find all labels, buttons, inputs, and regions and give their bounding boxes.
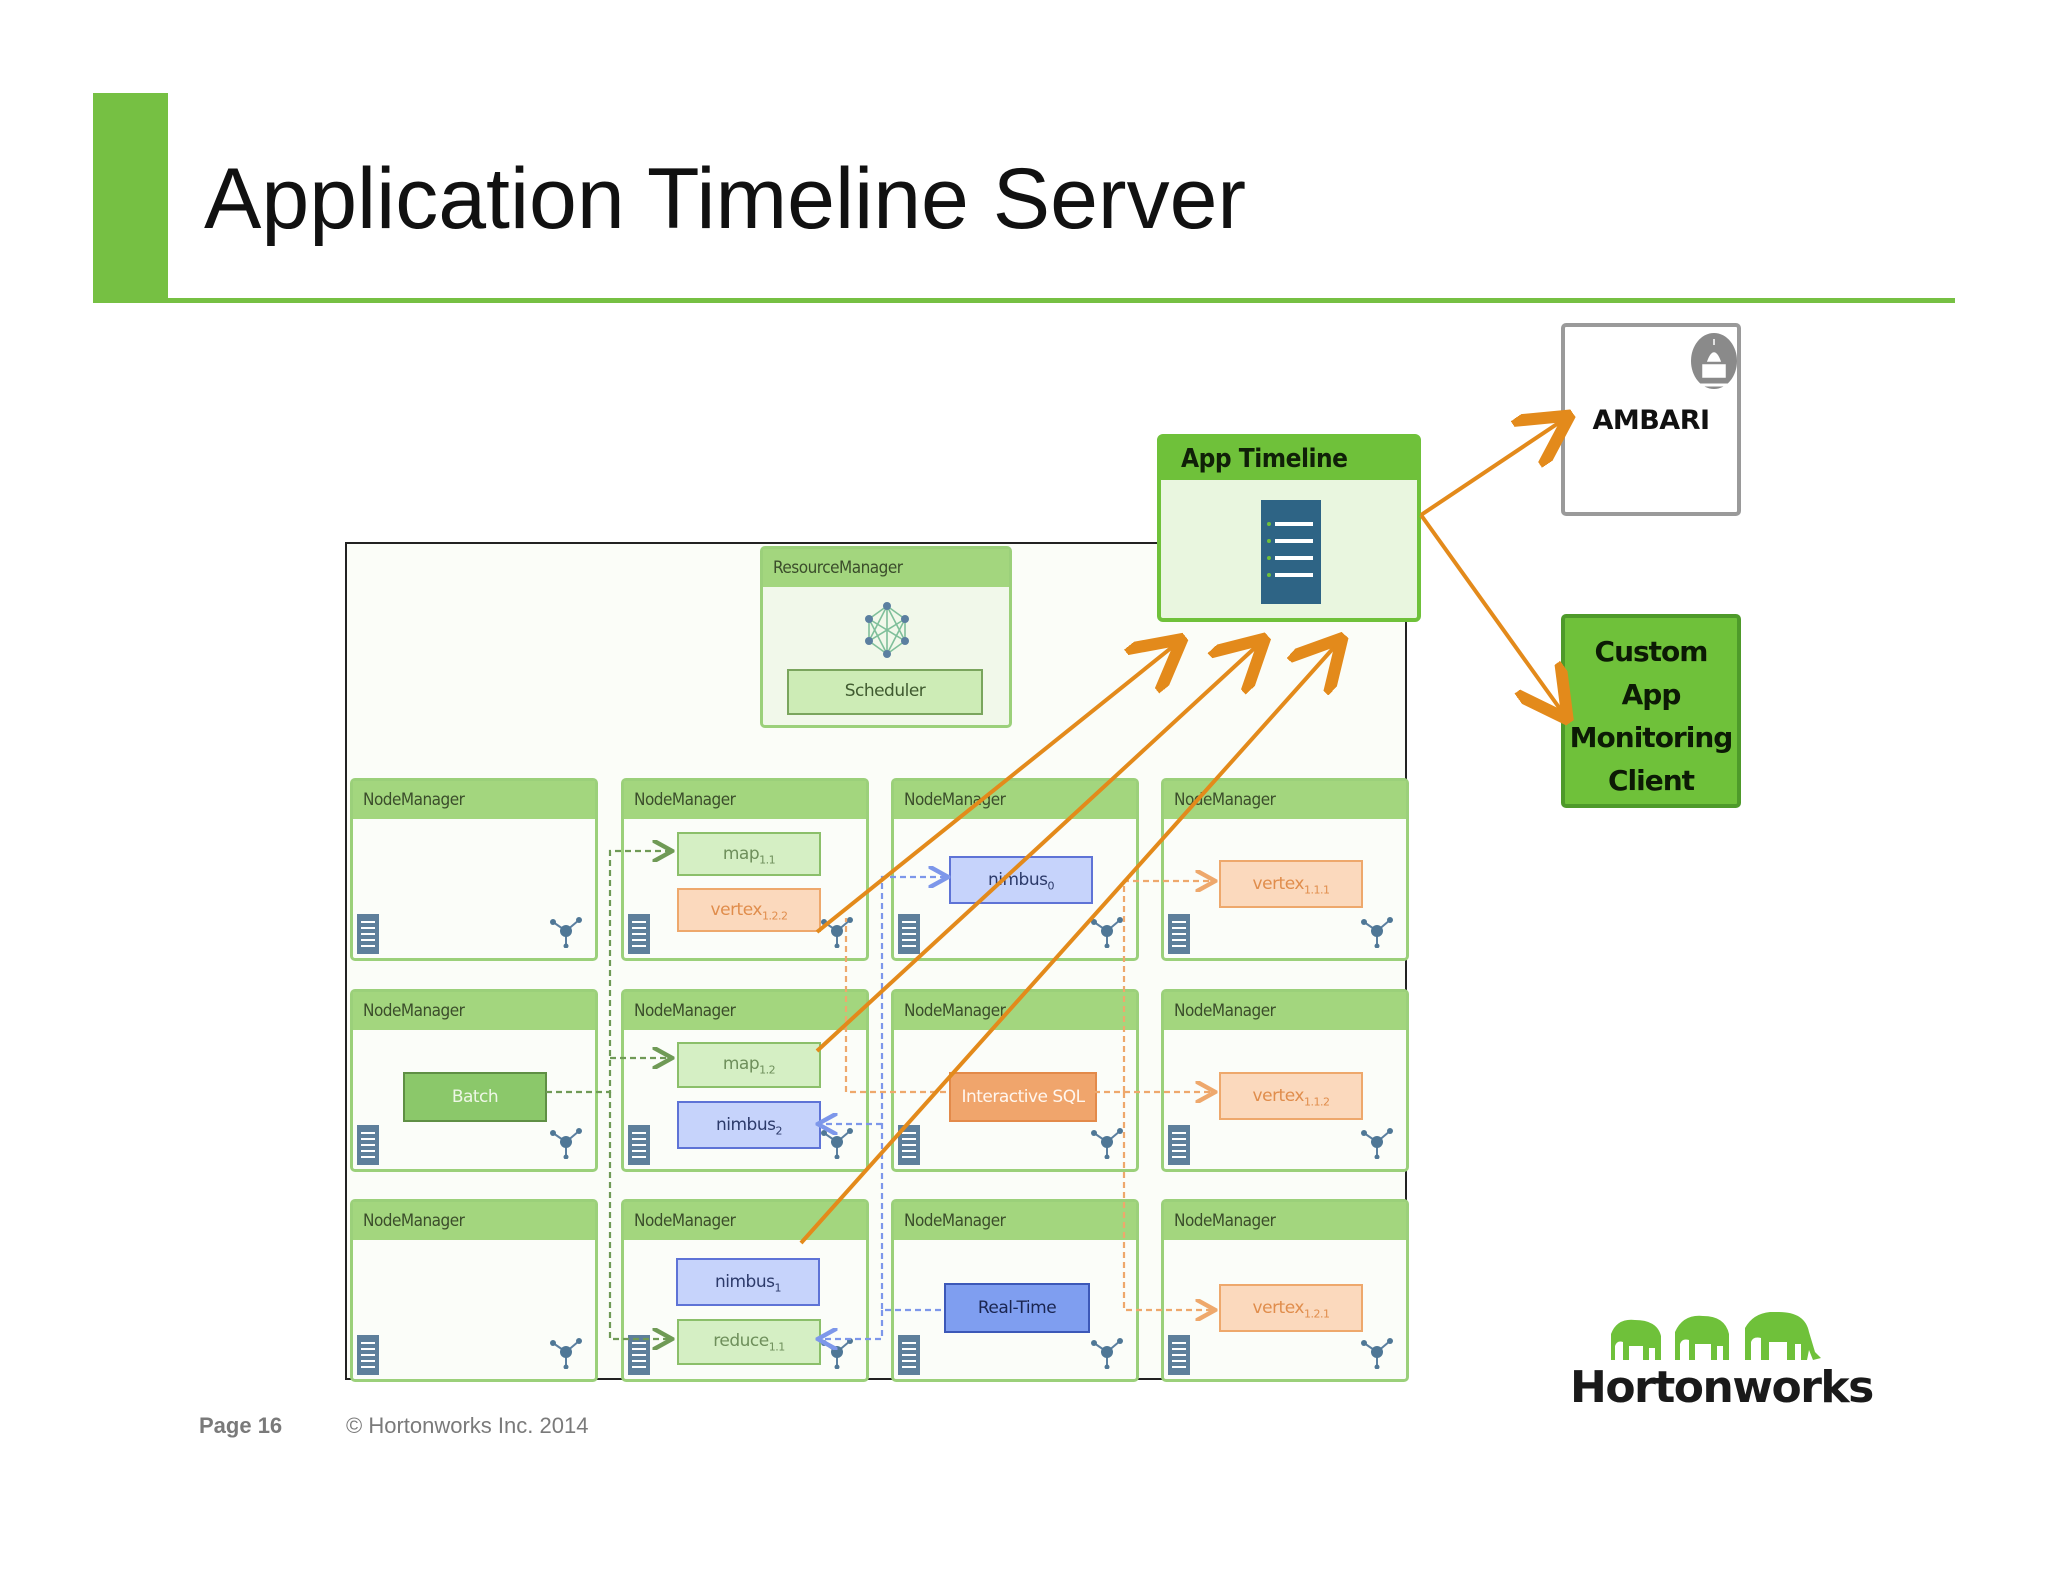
container-map-1-1: map1.1 <box>677 832 821 876</box>
node-manager-r1c4: NodeManager vertex1.1.1 <box>1161 778 1409 961</box>
page-title: Application Timeline Server <box>204 151 1247 247</box>
page-number: Page 16 <box>199 1413 283 1438</box>
container-batch: Batch <box>403 1072 547 1122</box>
ambari-box: AMBARI <box>1561 323 1741 516</box>
arrow-map-to-timeline <box>815 644 1259 1053</box>
network-node-icon <box>1091 1128 1123 1159</box>
network-node-icon <box>550 1128 582 1159</box>
container-nimbus-1: nimbus1 <box>676 1258 820 1306</box>
node-manager-r2c4: NodeManager vertex1.1.2 <box>1161 989 1409 1172</box>
network-node-icon <box>550 917 582 948</box>
title-accent-bar <box>93 93 168 301</box>
server-doc-icon <box>357 1125 379 1165</box>
node-manager-r3c3: NodeManager Real-Time <box>891 1199 1139 1382</box>
node-manager-label: NodeManager <box>353 781 595 819</box>
node-manager-r2c1: NodeManager Batch <box>350 989 598 1172</box>
server-doc-icon <box>1168 1335 1190 1375</box>
realtime-to-nimbus0-connector <box>880 877 946 1312</box>
node-manager-r2c3: NodeManager Interactive SQL <box>891 989 1139 1172</box>
node-manager-label: NodeManager <box>624 1202 866 1240</box>
node-manager-label: NodeManager <box>353 1202 595 1240</box>
server-doc-icon <box>898 914 920 954</box>
arrow-vertex-to-timeline <box>815 644 1176 934</box>
node-manager-label: NodeManager <box>894 1202 1136 1240</box>
network-mesh-icon <box>865 602 909 658</box>
node-manager-label: NodeManager <box>1164 781 1406 819</box>
container-vertex-1-2-2: vertex1.2.2 <box>677 888 821 932</box>
node-manager-label: NodeManager <box>624 992 866 1030</box>
app-timeline-label: App Timeline <box>1161 438 1417 480</box>
realtime-to-reduce-connector <box>820 1310 884 1339</box>
ambari-label: AMBARI <box>1592 405 1710 436</box>
title-rule <box>93 298 1955 303</box>
server-doc-icon <box>357 1335 379 1375</box>
node-manager-label: NodeManager <box>1164 1202 1406 1240</box>
server-doc-icon <box>628 914 650 954</box>
node-manager-r3c4: NodeManager vertex1.2.1 <box>1161 1199 1409 1382</box>
app-timeline-box: App Timeline <box>1157 434 1421 622</box>
resource-manager-label: ResourceManager <box>763 549 1009 587</box>
container-interactive-sql: Interactive SQL <box>949 1072 1097 1122</box>
container-vertex-1-1-1: vertex1.1.1 <box>1219 860 1363 908</box>
resource-manager: ResourceManager Scheduler <box>760 546 1012 728</box>
sql-to-vertex121-connector <box>1122 1092 1213 1310</box>
node-manager-r3c1: NodeManager <box>350 1199 598 1382</box>
container-vertex-1-1-2: vertex1.1.2 <box>1219 1072 1363 1120</box>
batch-to-map-connector <box>546 851 670 1094</box>
server-doc-icon <box>898 1125 920 1165</box>
batch-to-reduce-connector <box>608 1092 670 1339</box>
hortonworks-wordmark: Hortonworks <box>1570 1362 1874 1413</box>
network-node-icon <box>1361 1128 1393 1159</box>
node-manager-label: NodeManager <box>353 992 595 1030</box>
network-node-icon <box>1361 917 1393 948</box>
elephant-logo-icon <box>1611 1312 1821 1360</box>
network-node-icon <box>821 1128 853 1159</box>
container-reduce-1-1: reduce1.1 <box>677 1319 821 1365</box>
node-manager-label: NodeManager <box>894 781 1136 819</box>
custom-client-label: Custom App Monitoring Client <box>1569 635 1734 797</box>
network-node-icon <box>550 1338 582 1369</box>
server-doc-icon <box>1168 914 1190 954</box>
server-doc-icon <box>357 914 379 954</box>
node-manager-label: NodeManager <box>624 781 866 819</box>
server-doc-icon <box>628 1125 650 1165</box>
server-doc-icon <box>1261 500 1321 604</box>
node-manager-r2c2: NodeManager map1.2 nimbus2 <box>621 989 869 1172</box>
container-vertex-1-2-1: vertex1.2.1 <box>1219 1284 1363 1332</box>
node-manager-r1c1: NodeManager <box>350 778 598 961</box>
arrow-timeline-to-ambari <box>1419 420 1563 517</box>
container-real-time: Real-Time <box>944 1283 1090 1333</box>
node-manager-label: NodeManager <box>1164 992 1406 1030</box>
server-doc-icon <box>898 1335 920 1375</box>
sql-to-vertex122-connector <box>844 918 946 1094</box>
arrow-timeline-to-custom-client <box>1419 513 1563 713</box>
node-manager-r3c2: NodeManager nimbus1 reduce1.1 <box>621 1199 869 1382</box>
network-node-icon <box>1091 917 1123 948</box>
server-doc-icon <box>628 1335 650 1375</box>
arrow-nimbus-to-timeline <box>799 644 1337 1245</box>
scheduler-box: Scheduler <box>787 669 983 715</box>
container-nimbus-0: nimbus0 <box>949 856 1093 904</box>
node-manager-label: NodeManager <box>894 992 1136 1030</box>
copyright: © Hortonworks Inc. 2014 <box>346 1413 589 1438</box>
node-manager-r1c2: NodeManager map1.1 vertex1.2.2 <box>621 778 869 961</box>
ambari-logo-icon <box>1691 333 1737 389</box>
server-doc-icon <box>1168 1125 1190 1165</box>
network-node-icon <box>1361 1338 1393 1369</box>
network-node-icon <box>1091 1338 1123 1369</box>
container-map-1-2: map1.2 <box>677 1042 821 1088</box>
